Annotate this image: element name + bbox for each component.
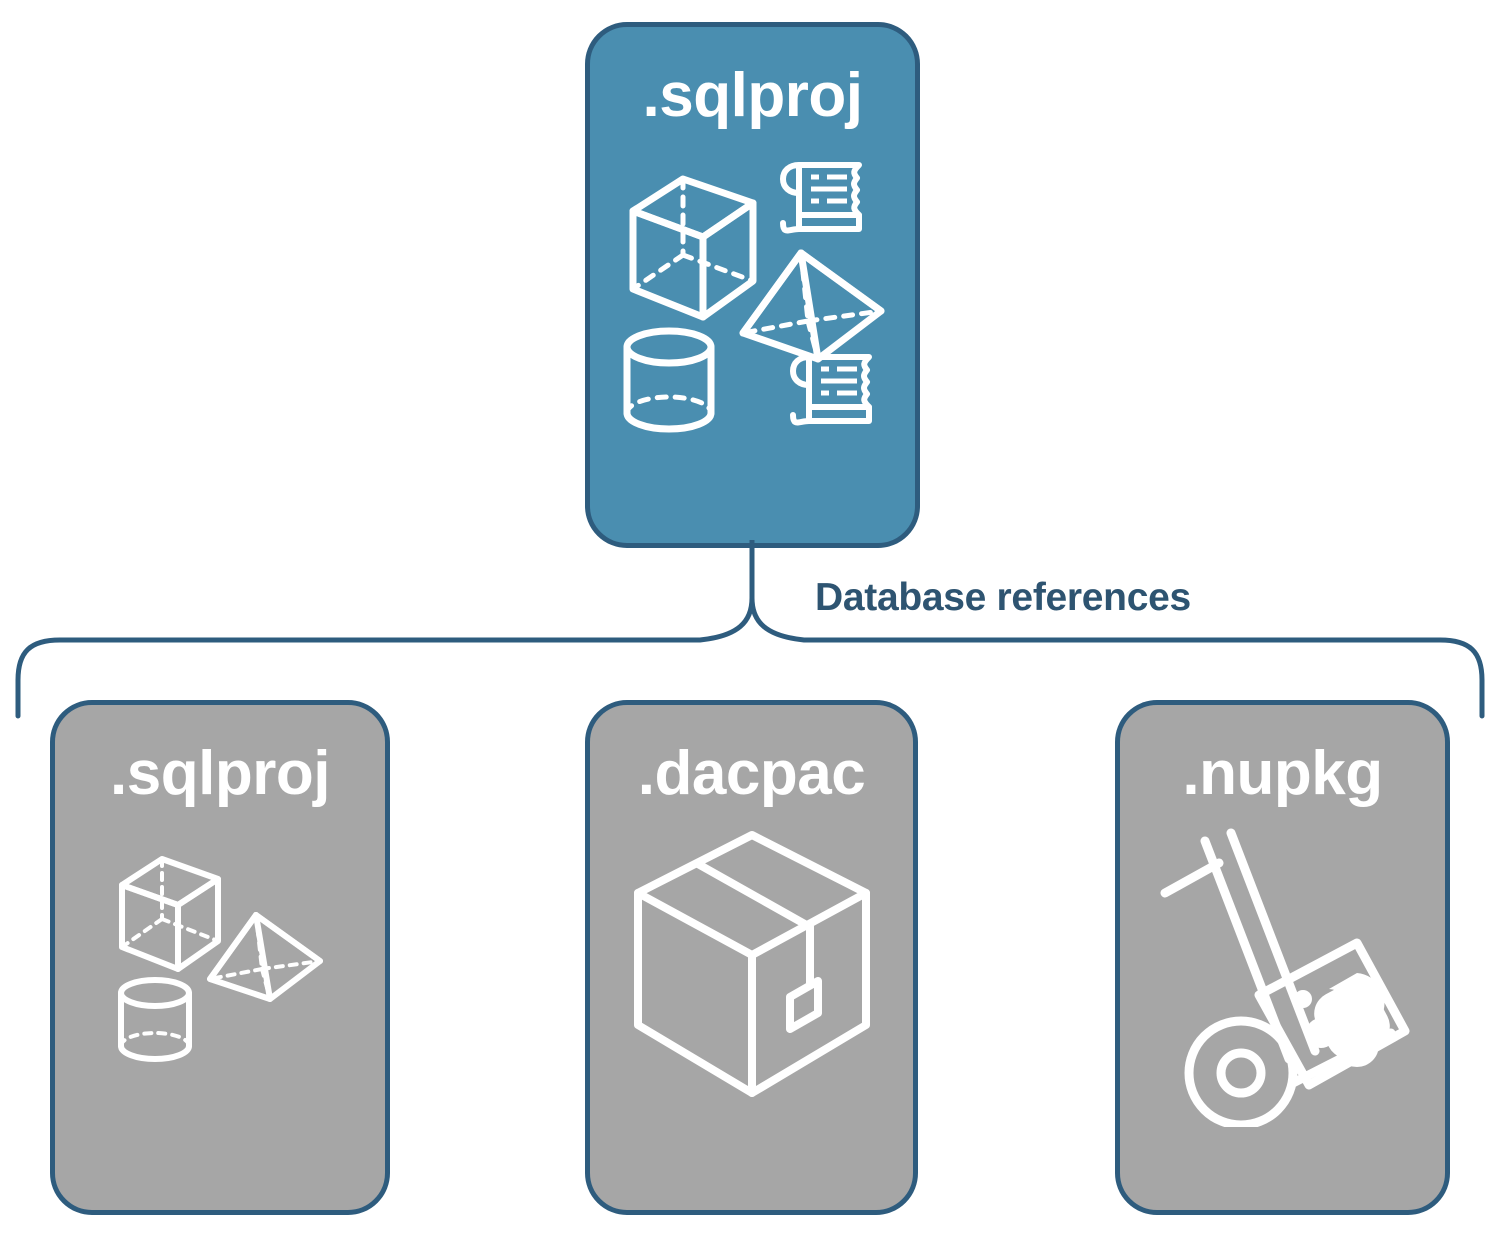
database-references-label: Database references (815, 576, 1191, 619)
sqlproj-source-card-title: .sqlproj (642, 61, 863, 130)
reference-card-dacpac-title: .dacpac (637, 739, 866, 808)
reference-card-nupkg[interactable]: .nupkg (1115, 700, 1450, 1215)
reference-card-nupkg-title: .nupkg (1182, 739, 1383, 808)
reference-card-nupkg-artwork (1120, 805, 1445, 1210)
cube-wireframe-icon (629, 175, 756, 321)
cube-wireframe-icon (119, 856, 221, 972)
reference-card-dacpac-artwork (590, 805, 913, 1210)
reference-card-sqlproj-artwork (55, 805, 385, 1210)
shipping-box-icon (633, 831, 870, 1097)
reference-card-sqlproj[interactable]: .sqlproj (50, 700, 390, 1215)
reference-card-dacpac[interactable]: .dacpac (585, 700, 918, 1215)
reference-card-sqlproj-title: .sqlproj (110, 739, 330, 808)
cylinder-wireframe-icon (118, 977, 192, 1062)
pyramid-wireframe-icon (739, 249, 884, 363)
hand-truck-package-icon (1160, 828, 1409, 1127)
cylinder-wireframe-icon (623, 327, 714, 433)
sqlproj-source-card-artwork (590, 127, 915, 543)
database-references-bracket (15, 540, 1485, 719)
script-scroll-icon (779, 162, 862, 234)
pyramid-wireframe-icon (207, 912, 323, 1002)
script-scroll-icon (789, 354, 872, 426)
sqlproj-source-card[interactable]: .sqlproj (585, 22, 920, 548)
